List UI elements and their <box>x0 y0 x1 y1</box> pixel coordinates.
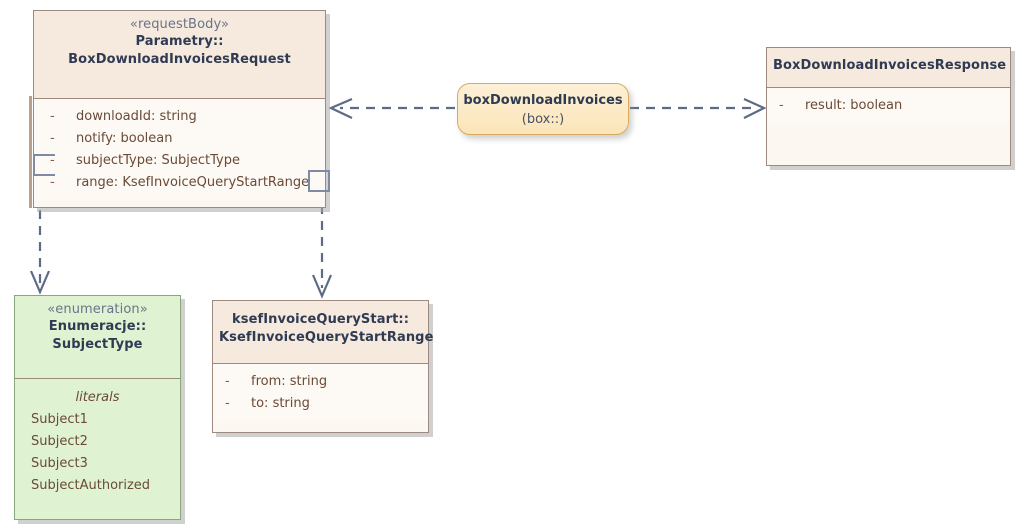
class-box-download-invoices-request[interactable]: «requestBody» Parametry:: BoxDownloadInv… <box>33 10 326 208</box>
connector-request-to-range <box>311 205 333 299</box>
attribute-label: from: string <box>251 374 328 389</box>
attribute-row[interactable]: - subjectType: SubjectType <box>38 150 321 172</box>
class-header: BoxDownloadInvoicesResponse <box>767 48 1010 88</box>
visibility-marker: - <box>779 98 784 113</box>
class-stereotype: «requestBody» <box>129 17 230 32</box>
selection-edge-left <box>29 96 32 208</box>
attribute-label: result: boolean <box>805 98 903 113</box>
attribute-row[interactable]: - downloadId: string <box>38 106 321 128</box>
visibility-marker: - <box>50 131 55 146</box>
visibility-marker: - <box>225 374 230 389</box>
selection-handle-right[interactable] <box>308 170 330 192</box>
attribute-row[interactable]: - to: string <box>217 393 424 415</box>
class-header: ksefInvoiceQueryStart:: KsefInvoiceQuery… <box>213 301 434 364</box>
class-stereotype: «enumeration» <box>47 302 148 317</box>
visibility-marker: - <box>50 175 55 190</box>
literals-section-label: literals <box>75 390 120 405</box>
operation-name: boxDownloadInvoices <box>463 93 623 108</box>
literal-row[interactable]: Subject1 <box>31 412 88 427</box>
attribute-label: downloadId: string <box>76 109 197 124</box>
class-literal-list: literals Subject1 Subject2 Subject3 Subj… <box>15 379 180 503</box>
class-ksef-invoice-query-start-range[interactable]: ksefInvoiceQueryStart:: KsefInvoiceQuery… <box>212 300 434 433</box>
connector-op-to-request <box>328 97 455 119</box>
class-title-line2: KsefInvoiceQueryStartRange <box>219 330 434 345</box>
attribute-row[interactable]: - notify: boolean <box>38 128 321 150</box>
class-enumeracje-subject-type[interactable]: «enumeration» Enumeracje:: SubjectType l… <box>14 295 181 520</box>
literal-row[interactable]: Subject3 <box>31 456 88 471</box>
class-title-line2: SubjectType <box>52 337 143 352</box>
attribute-row[interactable]: - from: string <box>217 371 424 393</box>
literal-row[interactable]: SubjectAuthorized <box>31 478 151 493</box>
class-attribute-list: - from: string - to: string <box>213 364 428 421</box>
operation-qualifier: (box::) <box>521 112 565 127</box>
attribute-label: notify: boolean <box>76 131 173 146</box>
attribute-label: range: KsefInvoiceQueryStartRange <box>76 175 310 190</box>
attribute-row-selected[interactable]: - range: KsefInvoiceQueryStartRange <box>38 172 321 194</box>
attribute-row[interactable]: - result: boolean <box>771 95 1006 117</box>
attribute-label: to: string <box>251 396 310 411</box>
connector-op-to-response <box>630 97 767 119</box>
class-attribute-list: - result: boolean <box>767 88 1010 123</box>
visibility-marker: - <box>50 109 55 124</box>
visibility-marker: - <box>50 153 55 168</box>
class-title-line1: Enumeracje:: <box>48 319 147 334</box>
class-header: «requestBody» Parametry:: BoxDownloadInv… <box>34 11 325 99</box>
class-attribute-list: - downloadId: string - notify: boolean - su… <box>34 99 325 200</box>
operation-box-download-invoices[interactable]: boxDownloadInvoices (box::) <box>457 83 629 135</box>
literal-row[interactable]: Subject2 <box>31 434 88 449</box>
visibility-marker: - <box>225 396 230 411</box>
attribute-label: subjectType: SubjectType <box>76 153 240 168</box>
class-title-line2: BoxDownloadInvoicesRequest <box>68 52 291 67</box>
class-box-download-invoices-response[interactable]: BoxDownloadInvoicesResponse - result: boo… <box>766 47 1011 166</box>
class-header: «enumeration» Enumeracje:: SubjectType <box>15 296 180 379</box>
class-title-line1: Parametry:: <box>135 34 224 49</box>
connector-request-to-enumeration <box>29 210 51 295</box>
selection-handle-left[interactable] <box>33 154 55 176</box>
class-title: BoxDownloadInvoicesResponse <box>773 58 1007 73</box>
class-title-line1: ksefInvoiceQueryStart:: <box>231 312 409 327</box>
